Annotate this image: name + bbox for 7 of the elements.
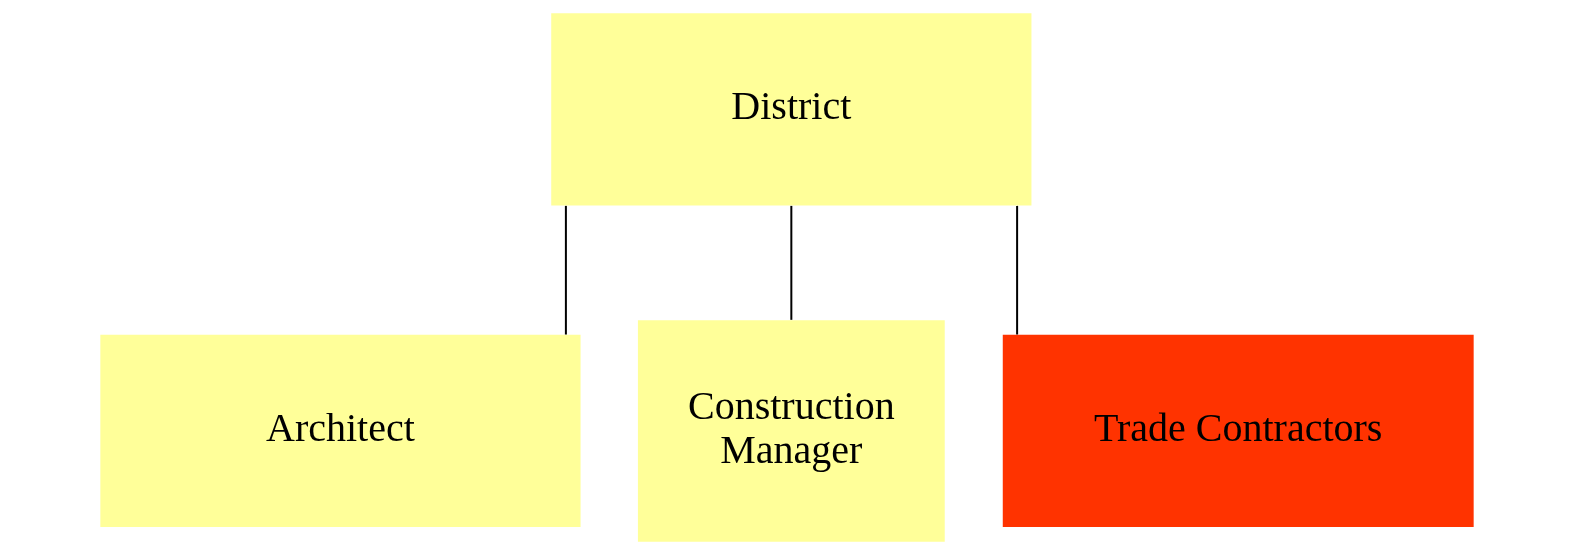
- node-box: Construction Manager: [637, 320, 945, 542]
- connector: [789, 204, 792, 321]
- connector: [564, 204, 567, 336]
- node-box: District: [550, 13, 1031, 206]
- node-box: Trade Contractors: [1002, 334, 1474, 527]
- node-box: Architect: [99, 334, 581, 527]
- connector: [1015, 204, 1018, 336]
